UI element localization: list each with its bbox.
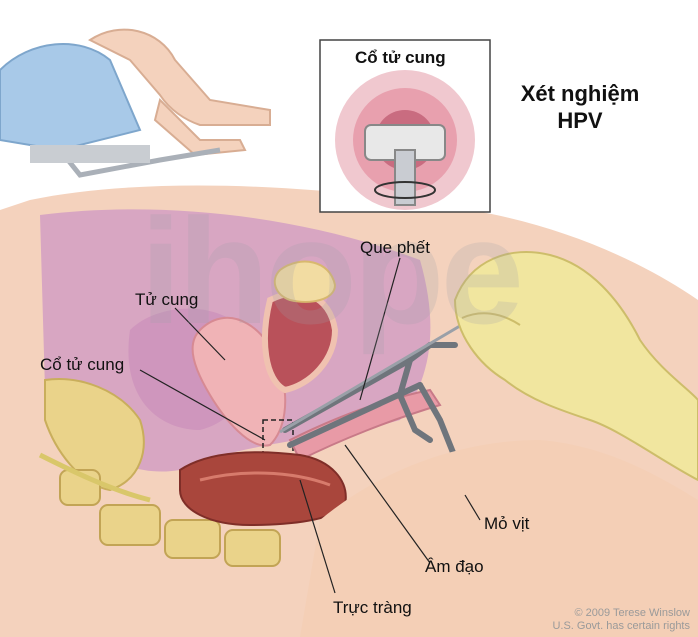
fat-tissue xyxy=(273,260,337,303)
gloved-hand xyxy=(453,251,698,482)
label-swab: Que phết xyxy=(360,238,430,257)
label-leader-lines xyxy=(139,257,481,594)
title-line-1: Xét nghiệm xyxy=(520,81,640,106)
label-rectum: Trực tràng xyxy=(333,598,412,617)
copyright-credit: © 2009 Terese Winslow U.S. Govt. has cer… xyxy=(520,607,690,633)
rectum xyxy=(179,451,347,527)
patient-on-table xyxy=(0,28,271,178)
swab-stick xyxy=(279,318,471,434)
label-speculum: Mỏ vịt xyxy=(484,514,530,533)
patient-thigh xyxy=(300,440,698,637)
label-uterus: Tử cung xyxy=(135,290,199,309)
rotation-arrow xyxy=(374,181,436,199)
credit-line-2: U.S. Govt. has certain rights xyxy=(552,620,690,632)
watermark: ihope xyxy=(140,187,524,355)
pubic-bone xyxy=(44,378,145,492)
spinal-canal xyxy=(38,452,151,503)
title-line-2: HPV xyxy=(557,108,603,133)
credit-line-1: © 2009 Terese Winslow xyxy=(574,607,690,619)
diagram-title: Xét nghiệm HPV xyxy=(510,80,650,134)
label-vagina: Âm đạo xyxy=(425,557,484,576)
inset-title: Cổ tử cung xyxy=(355,48,446,67)
label-cervix: Cổ tử cung xyxy=(40,355,125,374)
